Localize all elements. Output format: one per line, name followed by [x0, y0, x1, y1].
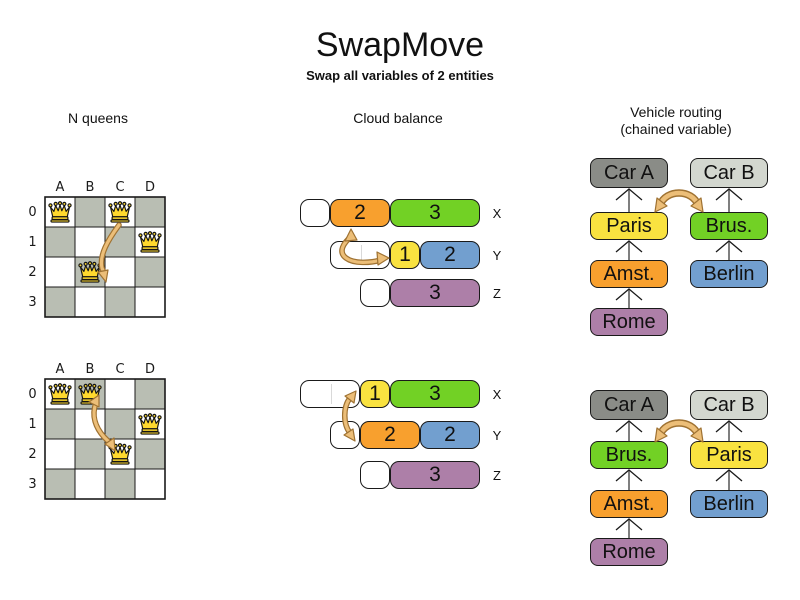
- vehicle-routing-title: Vehicle routing: [630, 104, 722, 120]
- section-title-nqueens: N queens: [68, 110, 128, 126]
- cloud-computer-label: Y: [492, 428, 502, 443]
- cloud-process-block: 2: [360, 421, 420, 449]
- board-cell: [75, 197, 105, 227]
- board-col-label: A: [55, 362, 65, 377]
- vehicle-stop-amst-: Amst.: [590, 260, 668, 288]
- diagram-title: SwapMove: [315, 26, 485, 64]
- board-row-label: 0: [28, 387, 37, 402]
- cloud-process-block: 3: [390, 199, 480, 227]
- vehicle-stop-paris: Paris: [590, 212, 668, 240]
- vehicle-anchor-car-a: Car A: [590, 158, 668, 188]
- board-cell: [45, 227, 75, 257]
- board-col-label: D: [144, 362, 155, 377]
- board-row-label: 1: [28, 235, 37, 250]
- board-cell: [135, 439, 165, 469]
- board-row-label: 3: [28, 477, 37, 492]
- vehicle-stop-brus-: Brus.: [690, 212, 768, 240]
- board-row-label: 0: [28, 205, 37, 220]
- board-cell: [105, 287, 135, 317]
- cloud-process-block: 3: [390, 461, 480, 489]
- nqueens-board-before: [44, 196, 166, 318]
- board-row-label: 2: [28, 447, 37, 462]
- capacity-tick: [331, 384, 332, 404]
- cloud-free-capacity: [330, 421, 360, 449]
- board-cell: [105, 469, 135, 499]
- cloud-process-block: 1: [360, 380, 390, 408]
- cloud-process-block: 2: [330, 199, 390, 227]
- cloud-free-capacity: [360, 461, 390, 489]
- board-row-label: 2: [28, 265, 37, 280]
- cloud-computer-label: X: [492, 387, 502, 402]
- board-cell: [135, 197, 165, 227]
- queen-icon: [138, 231, 162, 253]
- vehicle-stop-rome: Rome: [590, 308, 668, 336]
- vehicle-stop-rome: Rome: [590, 538, 668, 566]
- queen-icon: [108, 443, 132, 465]
- queen-icon: [108, 201, 132, 223]
- capacity-tick: [361, 245, 362, 265]
- board-cell: [75, 439, 105, 469]
- board-cell: [45, 469, 75, 499]
- queen-icon: [138, 413, 162, 435]
- vehicle-anchor-car-b: Car B: [690, 158, 768, 188]
- cloud-process-block: 2: [420, 421, 480, 449]
- queen-icon: [78, 261, 102, 283]
- vehicle-anchor-car-a: Car A: [590, 390, 668, 420]
- board-cell: [45, 287, 75, 317]
- board-cell: [135, 257, 165, 287]
- cloud-free-capacity: [330, 241, 390, 269]
- board-cell: [45, 409, 75, 439]
- queen-icon: [48, 201, 72, 223]
- board-cell: [105, 227, 135, 257]
- board-cell: [135, 379, 165, 409]
- vehicle-stop-brus-: Brus.: [590, 441, 668, 469]
- board-row-label: 3: [28, 295, 37, 310]
- board-row-label: 1: [28, 417, 37, 432]
- board-col-label: C: [115, 180, 125, 195]
- cloud-computer-label: X: [492, 206, 502, 221]
- queen-icon: [78, 383, 102, 405]
- board-col-label: A: [55, 180, 65, 195]
- board-col-label: D: [144, 180, 155, 195]
- cloud-computer-label: Z: [493, 468, 501, 483]
- cloud-free-capacity: [300, 199, 330, 227]
- cloud-free-capacity: [360, 279, 390, 307]
- cloud-process-block: 1: [390, 241, 420, 269]
- vehicle-anchor-car-b: Car B: [690, 390, 768, 420]
- nqueens-board-after: [44, 378, 166, 500]
- vehicle-routing-subtitle: (chained variable): [620, 121, 732, 137]
- board-cell: [105, 409, 135, 439]
- section-title-cloud-balance: Cloud balance: [353, 110, 443, 126]
- vehicle-stop-berlin: Berlin: [690, 490, 768, 518]
- vehicle-stop-berlin: Berlin: [690, 260, 768, 288]
- vehicle-stop-amst-: Amst.: [590, 490, 668, 518]
- cloud-process-block: 3: [390, 279, 480, 307]
- cloud-computer-label: Y: [492, 248, 502, 263]
- queen-icon: [48, 383, 72, 405]
- cloud-process-block: 2: [420, 241, 480, 269]
- vehicle-stop-paris: Paris: [690, 441, 768, 469]
- board-col-label: B: [85, 362, 95, 377]
- cloud-free-capacity: [300, 380, 360, 408]
- section-title-vehicle-routing: Vehicle routing (chained variable): [596, 104, 756, 138]
- diagram-subtitle: Swap all variables of 2 entities: [306, 68, 494, 83]
- cloud-process-block: 3: [390, 380, 480, 408]
- board-col-label: C: [115, 362, 125, 377]
- cloud-computer-label: Z: [493, 286, 501, 301]
- board-col-label: B: [85, 180, 95, 195]
